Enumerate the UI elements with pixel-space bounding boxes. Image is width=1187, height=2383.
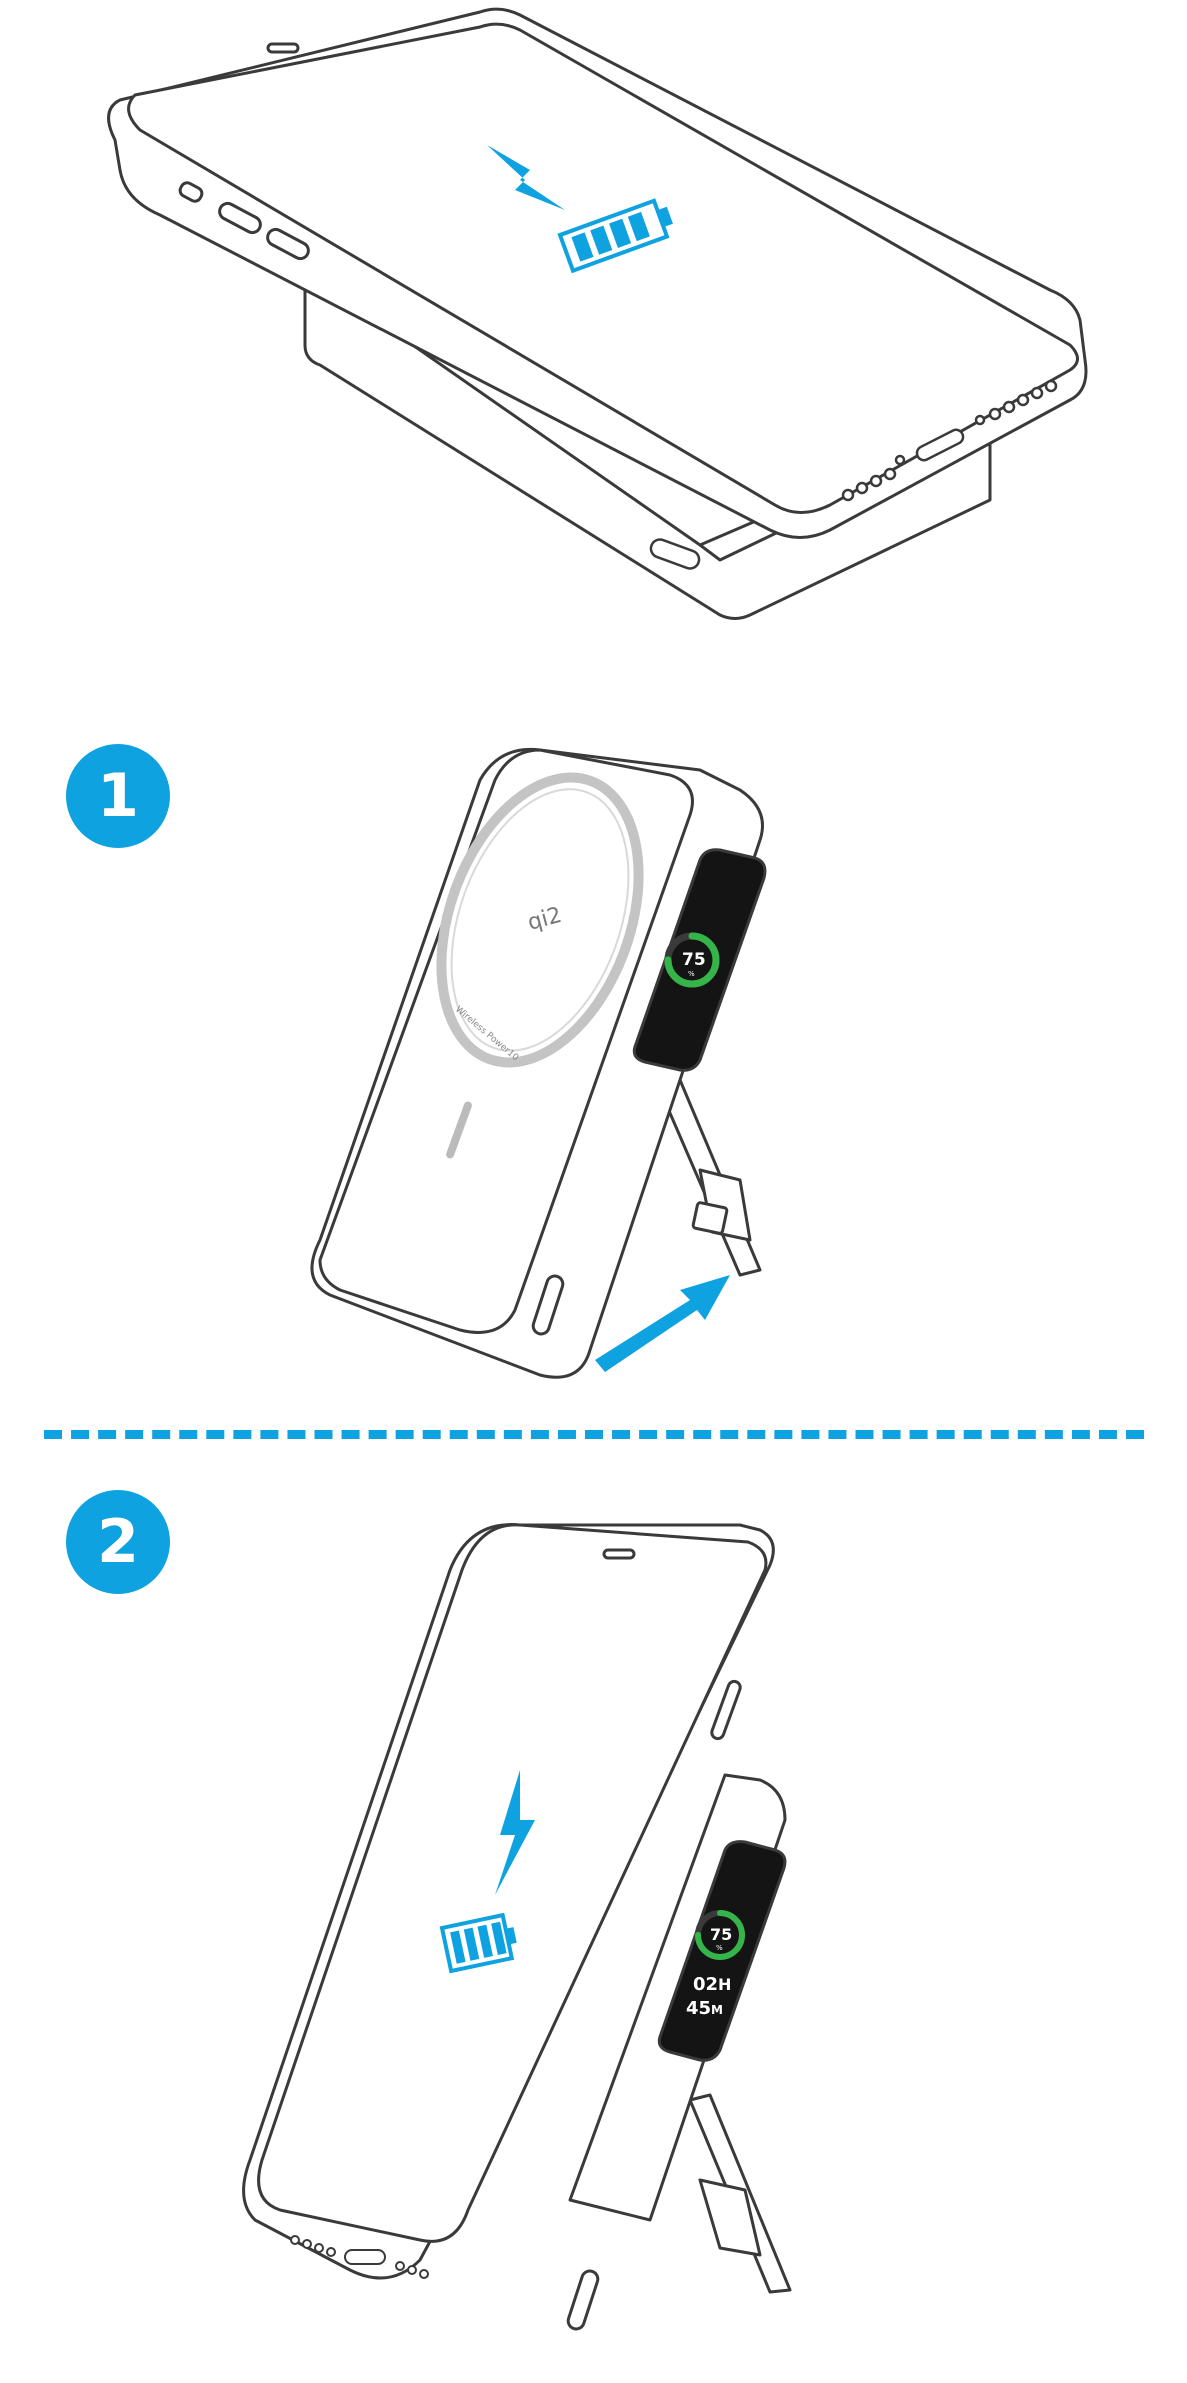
lightning-port xyxy=(915,428,965,462)
percent-unit: % xyxy=(688,970,695,978)
volume-down-button xyxy=(266,227,310,261)
volume-up-button xyxy=(218,201,262,235)
led-indicator xyxy=(446,1101,472,1159)
percent-unit: % xyxy=(716,1944,723,1952)
section-divider xyxy=(44,1430,1144,1439)
hours-unit: H xyxy=(718,1975,731,1994)
phone-on-stand-illustration: 75 % 02 H 45 M xyxy=(242,1523,792,2331)
battery-full-icon xyxy=(557,198,673,274)
powerbank-with-kickstand-illustration: qi2 Wireless Power10 75 % xyxy=(310,747,767,1379)
usb-c-port-icon xyxy=(531,1274,565,1336)
usb-c-port-icon xyxy=(566,2269,600,2331)
side-button xyxy=(710,1679,742,1741)
battery-full-icon xyxy=(439,1912,517,1974)
arrow-icon xyxy=(595,1275,730,1372)
earpiece xyxy=(602,1548,636,1560)
minutes-unit: M xyxy=(711,2003,723,2017)
charge-percent: 75 xyxy=(682,950,706,970)
hours-value: 02 xyxy=(693,1974,718,1995)
magnetic-charging-ring xyxy=(436,772,644,1068)
charge-ring: 75 % xyxy=(664,932,720,988)
lightning-port xyxy=(344,2249,386,2265)
phone-on-powerbank-illustration xyxy=(107,7,1088,620)
charge-percent: 75 xyxy=(710,1925,732,1944)
display-window xyxy=(657,1840,787,2062)
lightning-bolt-icon xyxy=(487,145,565,210)
display-window xyxy=(632,848,767,1072)
step-2-badge: 2 xyxy=(66,1490,170,1594)
step-1-badge: 1 xyxy=(66,744,170,848)
charge-ring: 75 % xyxy=(695,1910,745,1960)
earpiece xyxy=(266,42,300,54)
mute-switch xyxy=(178,181,204,203)
usb-c-port-icon xyxy=(649,538,701,570)
minutes-value: 45 xyxy=(686,1998,711,2019)
lightning-bolt-icon xyxy=(495,1770,535,1895)
